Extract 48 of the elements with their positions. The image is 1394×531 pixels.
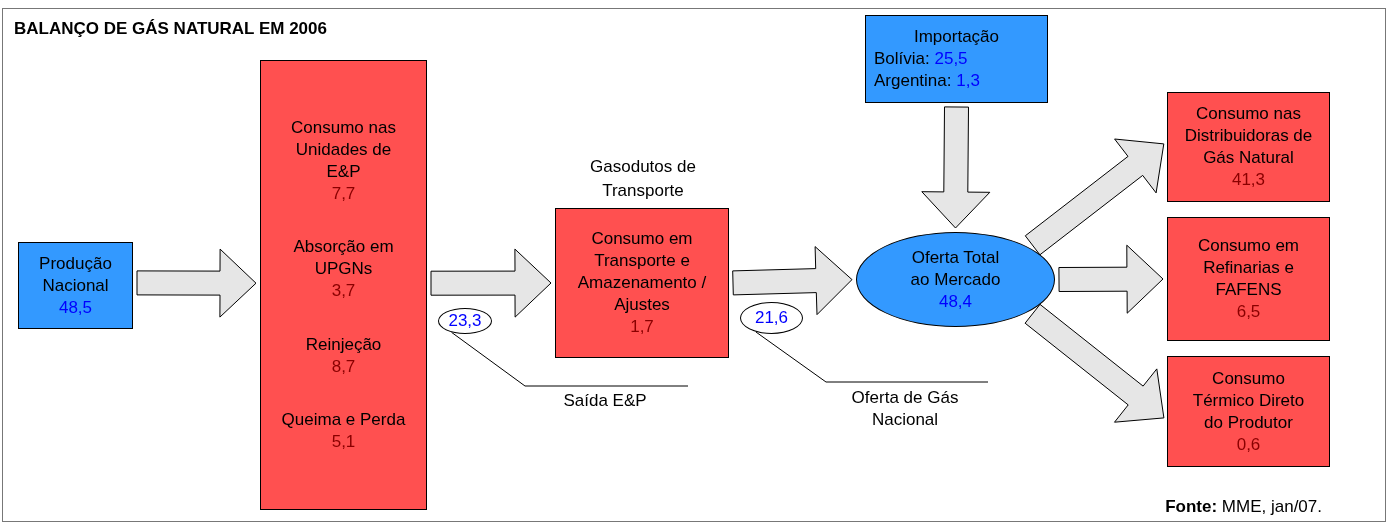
value-ellipse: [740, 302, 803, 334]
block-arrow: [1058, 244, 1164, 314]
callout-text: Oferta de Gás Nacional: [851, 388, 959, 429]
value-text: 48,5: [58, 297, 93, 317]
label-text: Argentina:: [874, 71, 952, 90]
label-text: Reinjeção: [305, 334, 382, 354]
value-text: 48,4: [938, 291, 973, 311]
label-text: Oferta Total ao Mercado: [910, 247, 1001, 289]
label-text: Consumo em Transporte e Amazenamento / Ajustes: [577, 229, 707, 314]
heading-text: Gasodutos de Transporte: [589, 156, 697, 202]
source-note: Fonte: MME, jan/07.: [1165, 497, 1322, 517]
value-ellipse: [438, 308, 492, 334]
leader-line: [755, 331, 989, 383]
block-arrow: [1024, 303, 1165, 423]
label-text: Consumo nas Distribuidoras de Gás Natural: [1184, 104, 1313, 167]
value-text: 1,3: [956, 71, 980, 90]
value-text: 0,6: [1236, 434, 1261, 454]
value-text: 3,7: [331, 281, 356, 301]
value-text: 21,6: [754, 308, 789, 327]
source-box: [18, 242, 133, 329]
block-arrow: [732, 246, 853, 316]
import-box: [865, 15, 1048, 103]
block-arrow: [136, 248, 257, 318]
callout-text: Saída E&P: [563, 391, 647, 410]
value-text: 23,3: [448, 311, 482, 330]
value-text: 25,5: [934, 49, 968, 68]
value-text: 8,7: [331, 356, 356, 376]
label-text: Consumo Térmico Direto do Produtor: [1192, 368, 1305, 432]
label-text: Consumo nas Unidades de E&P: [291, 117, 396, 181]
value-text: 6,5: [1236, 302, 1261, 321]
value-text: 7,7: [331, 183, 356, 203]
value-text: 5,1: [331, 432, 356, 452]
label-text: Queima e Perda: [281, 410, 406, 430]
consumption-box: [1167, 217, 1330, 341]
label-text: Importação: [913, 27, 999, 46]
label-text: Bolívia:: [874, 49, 930, 68]
label-text: Produção Nacional: [39, 253, 112, 295]
label-text: Absorção em UPGNs: [293, 237, 394, 279]
block-arrow: [1024, 138, 1165, 256]
value-text: 1,7: [630, 317, 654, 336]
block-arrow: [430, 248, 552, 318]
consumption-box: [1167, 356, 1330, 467]
block-arrow: [921, 106, 991, 229]
value-text: 41,3: [1231, 170, 1266, 189]
consumption-box: [260, 60, 427, 510]
diagram-title: BALANÇO DE GÁS NATURAL EM 2006: [14, 19, 327, 39]
consumption-box: [1167, 92, 1330, 202]
label-text: Consumo em Refinarias e FAFENS: [1197, 236, 1300, 299]
